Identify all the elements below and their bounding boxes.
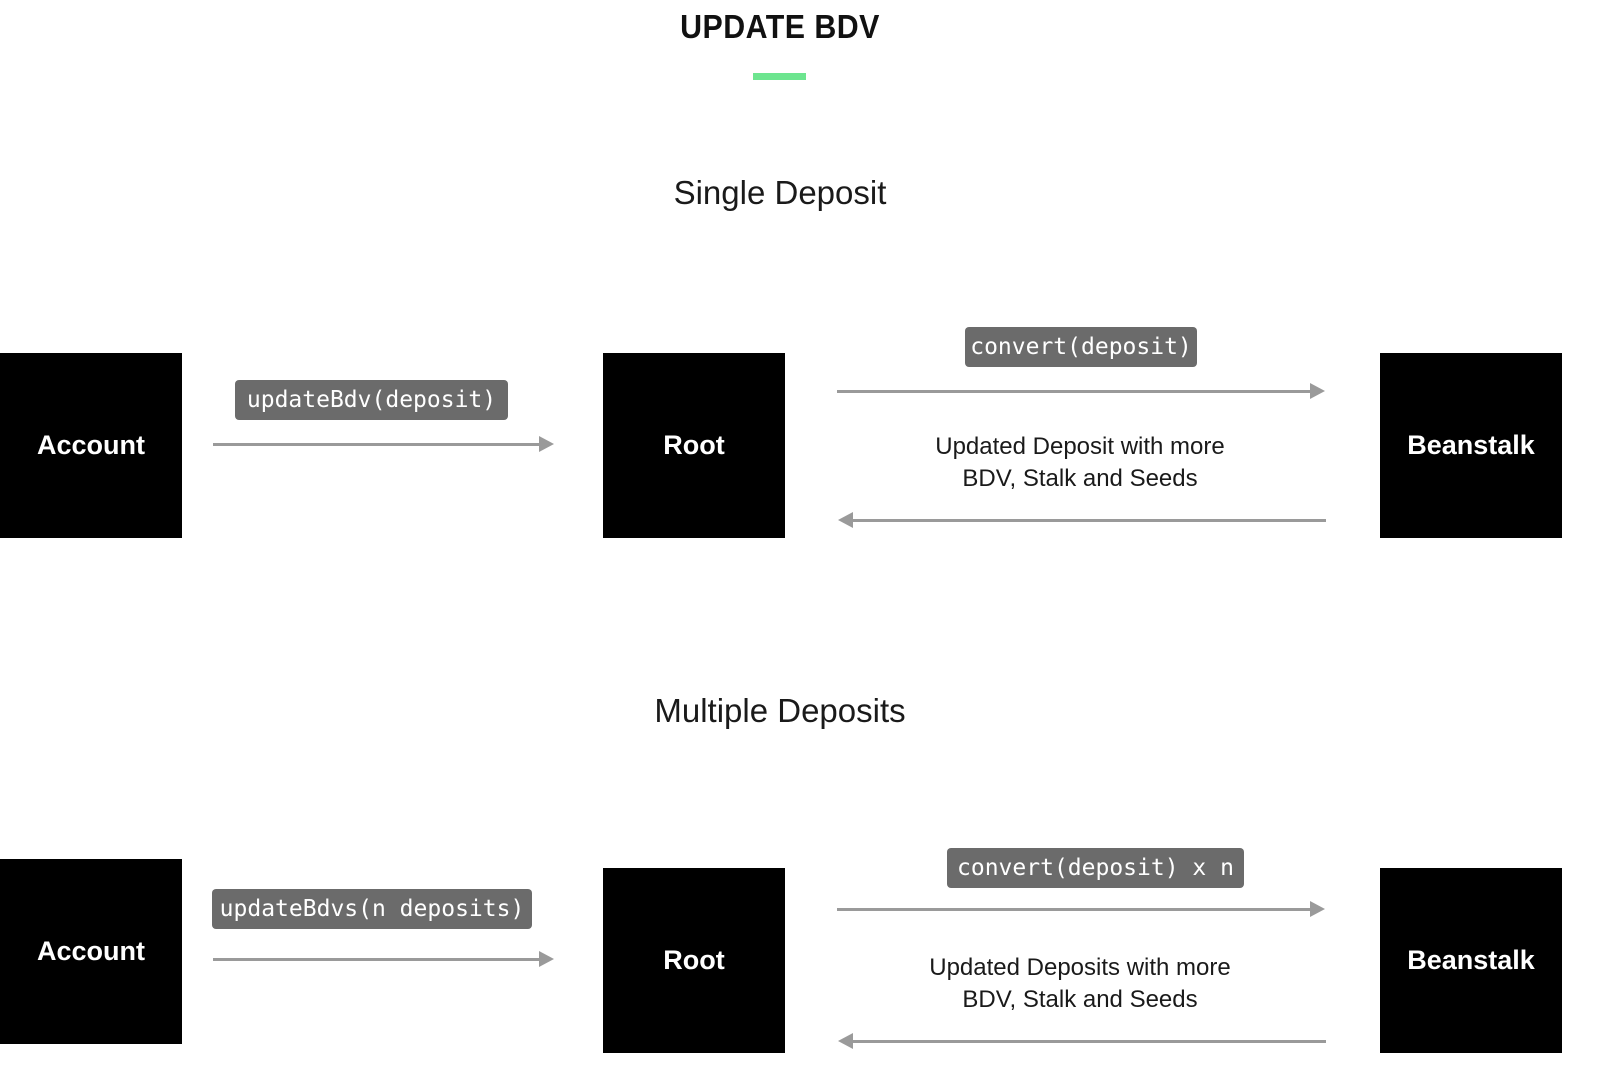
arrow-shaft [837, 390, 1311, 393]
beanstalk-to-root-arrow [838, 1033, 1326, 1049]
arrow-head-right-icon [1310, 383, 1325, 399]
update-bdvs-call-label: updateBdvs(n deposits) [212, 889, 532, 929]
account-to-root-arrow [213, 951, 554, 967]
arrow-head-right-icon [539, 436, 554, 452]
beanstalk-node: Beanstalk [1380, 353, 1562, 538]
page-title: UPDATE BDV [680, 8, 880, 45]
response-line-2: BDV, Stalk and Seeds [962, 465, 1198, 492]
convert-call-label: convert(deposit) [965, 327, 1197, 367]
beanstalk-to-root-arrow [838, 512, 1326, 528]
root-to-beanstalk-arrow [837, 383, 1325, 399]
arrow-head-left-icon [838, 512, 853, 528]
arrow-head-right-icon [1310, 901, 1325, 917]
response-label: Updated Deposit with more BDV, Stalk and… [840, 431, 1320, 495]
arrow-shaft [213, 958, 540, 961]
update-bdv-call-label: updateBdv(deposit) [235, 380, 508, 420]
root-node: Root [603, 868, 785, 1053]
title-accent-bar [753, 73, 806, 80]
response-line-1: Updated Deposit with more [935, 433, 1225, 460]
response-label: Updated Deposits with more BDV, Stalk an… [840, 952, 1320, 1016]
beanstalk-node: Beanstalk [1380, 868, 1562, 1053]
arrow-head-left-icon [838, 1033, 853, 1049]
arrow-shaft [852, 519, 1326, 522]
account-to-root-arrow [213, 436, 554, 452]
section-heading-single: Single Deposit [673, 174, 887, 211]
response-line-1: Updated Deposits with more [929, 954, 1231, 981]
root-to-beanstalk-arrow [837, 901, 1325, 917]
convert-multiple-call-label: convert(deposit) x n [947, 848, 1244, 888]
arrow-shaft [213, 443, 540, 446]
arrow-shaft [837, 908, 1311, 911]
account-node: Account [0, 859, 182, 1044]
root-node: Root [603, 353, 785, 538]
response-line-2: BDV, Stalk and Seeds [962, 986, 1198, 1013]
account-node: Account [0, 353, 182, 538]
section-heading-multiple: Multiple Deposits [654, 692, 906, 729]
arrow-shaft [852, 1040, 1326, 1043]
arrow-head-right-icon [539, 951, 554, 967]
